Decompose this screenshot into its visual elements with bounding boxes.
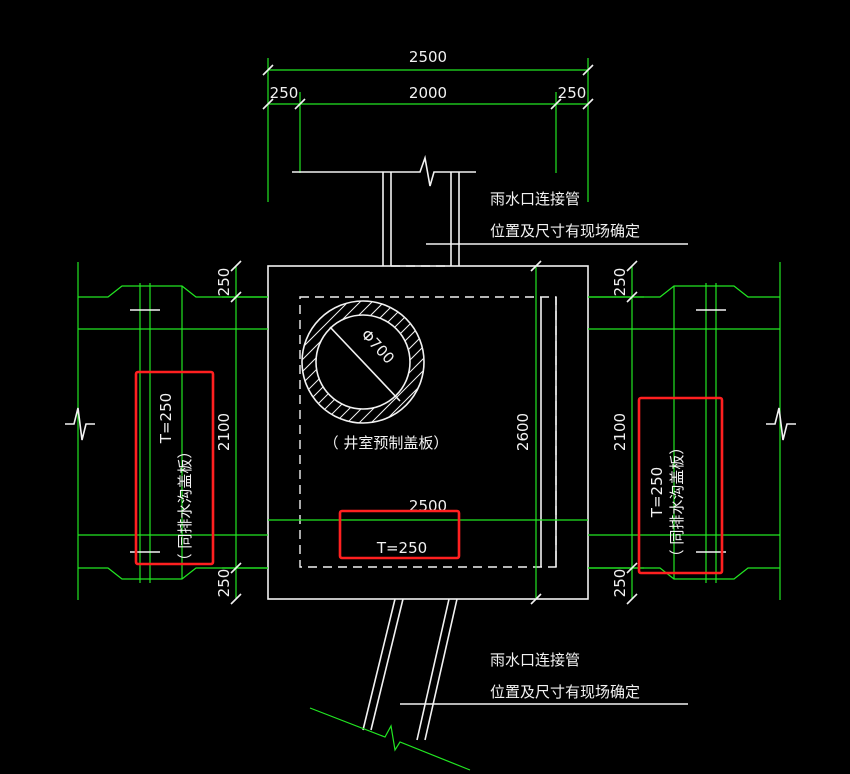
top-dimension-group: 2500 250 2000 250 <box>262 48 594 202</box>
top-break-line <box>292 154 476 187</box>
top-note-line2: 位置及尺寸有现场确定 <box>490 222 640 240</box>
left-dimension-group: 250 2100 250 <box>215 260 268 605</box>
highlight-left-cover <box>134 370 215 566</box>
bottom-connecting-pipe <box>309 598 471 771</box>
dim-right-mid: 2100 <box>611 413 629 451</box>
bottom-break-line <box>309 707 471 771</box>
dim-top-mid: 2000 <box>409 84 447 102</box>
left-break-line <box>65 407 95 441</box>
bottom-note-line2: 位置及尺寸有现场确定 <box>490 683 640 701</box>
top-note: 雨水口连接管 位置及尺寸有现场确定 <box>426 190 688 245</box>
right-ditch <box>588 262 796 600</box>
dim-right-top: 250 <box>611 268 629 297</box>
center-thickness: T=250 <box>376 539 427 557</box>
top-connecting-pipe <box>382 172 460 267</box>
left-note: （ 同排水沟盖板） <box>176 444 194 569</box>
dim-left-top: 250 <box>215 268 233 297</box>
dim-right-bottom: 250 <box>611 569 629 598</box>
bottom-note-line1: 雨水口连接管 <box>490 651 580 669</box>
dim-top-right: 250 <box>558 84 587 102</box>
inner-height-dimension: 2600 <box>514 260 542 605</box>
slab-note: （ 井室预制盖板） <box>324 434 449 452</box>
right-thickness: T=250 <box>648 467 666 518</box>
highlight-right-cover <box>637 396 724 575</box>
dim-left-mid: 2100 <box>215 413 233 451</box>
left-thickness: T=250 <box>157 393 175 444</box>
chamber-outline <box>267 265 589 600</box>
right-note: （ 同排水沟盖板） <box>668 440 686 565</box>
dim-left-bottom: 250 <box>215 569 233 598</box>
dim-top-total: 2500 <box>409 48 447 66</box>
right-dimension-group: 250 2100 250 <box>588 260 644 605</box>
top-note-line1: 雨水口连接管 <box>490 190 580 208</box>
dim-top-left: 250 <box>270 84 299 102</box>
bottom-note: 雨水口连接管 位置及尺寸有现场确定 <box>400 651 688 705</box>
inner-width-dimension: 2500 <box>268 497 588 521</box>
highlight-center-cover <box>338 509 461 560</box>
left-ditch <box>65 262 268 600</box>
dim-inner-height: 2600 <box>514 413 532 451</box>
right-break-line <box>766 407 796 441</box>
